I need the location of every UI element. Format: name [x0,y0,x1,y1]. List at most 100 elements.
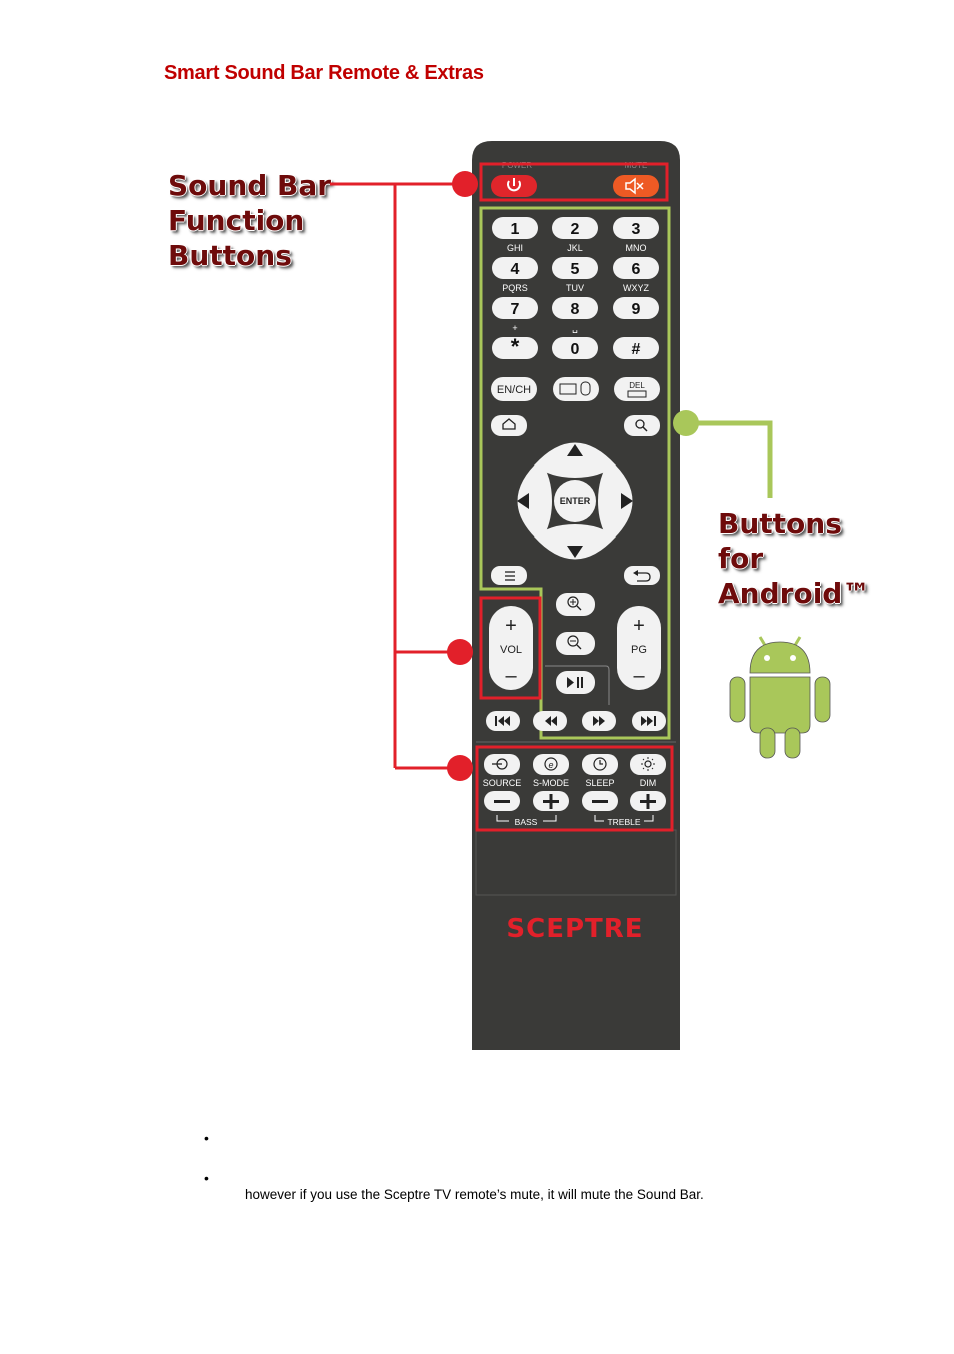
number-key-label: 0 [571,341,580,358]
green-outline [479,206,671,740]
search-button[interactable] [624,415,660,436]
number-key-button[interactable]: 6 [613,257,659,279]
number-key-button[interactable]: 2 [552,217,598,239]
green-callout-connector [673,410,773,498]
dim-label: DIM [640,778,657,788]
back-icon [636,572,651,582]
bass-label: BASS [515,817,538,827]
play-pause-icon [567,677,574,688]
brand-logo: SCEPTRE [506,914,643,944]
vol-label: VOL [500,644,522,656]
vol-plus-label: + [505,615,517,637]
page-title: Smart Sound Bar Remote & Extras [164,62,484,84]
source-icon [492,758,508,770]
s-mode-button[interactable]: e [533,754,569,775]
mute-button[interactable] [613,175,659,197]
keyboard-mouse-button[interactable] [553,377,599,401]
s-mode-icon [544,757,558,771]
letter-label: TUV [566,283,584,293]
number-key-button[interactable]: 7 [492,297,538,319]
number-key-label: 9 [632,301,641,318]
down-arrow-icon [567,546,583,558]
callout-line: for [718,542,764,575]
minus-icon [494,800,510,803]
sleep-label: SLEEP [585,778,614,788]
source-label: SOURCE [483,778,522,788]
mute-icon [625,177,644,195]
power-button[interactable] [491,175,537,197]
zoom-in-button[interactable] [556,593,595,616]
del-button[interactable]: DEL [614,377,660,401]
keyboard-icon [559,383,577,395]
home-button[interactable] [491,415,527,436]
next-track-button[interactable] [632,711,666,731]
sleep-button[interactable] [582,754,618,775]
number-key-button[interactable]: 0 [552,337,598,359]
number-key-label: * [511,334,520,359]
callout-line: Android™ [718,577,871,610]
back-button[interactable] [624,566,660,585]
up-arrow-icon [567,444,583,456]
menu-icon [505,571,515,581]
left-button[interactable] [517,460,553,542]
previous-track-button[interactable] [486,711,520,731]
number-key-button[interactable]: 9 [613,297,659,319]
next-icon [641,716,656,726]
zoom-out-icon [567,635,579,647]
callout-line: Function [168,204,305,237]
treble-label: TREBLE [607,817,640,827]
treble-minus-button[interactable] [582,791,618,811]
bass-minus-button[interactable] [484,791,520,811]
bullet-point: • [204,1170,209,1186]
divider-line [545,665,610,705]
up-button[interactable] [534,442,616,479]
letter-label: GHI [507,243,523,253]
number-key-label: 8 [571,301,580,318]
down-button[interactable] [534,524,616,560]
enter-button[interactable] [554,480,596,522]
left-arrow-icon [517,493,529,509]
play-pause-button[interactable] [556,671,595,694]
rewind-icon [545,716,557,726]
number-key-label: 1 [511,221,520,238]
number-key-button[interactable]: 4 [492,257,538,279]
minus-icon [592,800,608,803]
android-callout: Buttons for Android™ [718,506,878,611]
letter-label: PQRS [502,283,528,293]
source-button[interactable] [484,754,520,775]
rewind-button[interactable] [533,711,567,731]
number-key-label: 4 [511,261,520,278]
number-key-button[interactable]: 5 [552,257,598,279]
home-icon [502,418,516,430]
power-icon [507,180,521,192]
treble-bracket: TREBLE [594,815,654,827]
number-key-label: # [632,341,641,358]
brightness-icon [641,757,655,771]
sound-bar-callout: Sound Bar Function Buttons [168,168,338,273]
fast-forward-icon [593,716,605,726]
dim-button[interactable] [630,754,666,775]
en-ch-button[interactable]: EN/CH [491,377,537,401]
number-key-button[interactable]: 3 [613,217,659,239]
right-button[interactable] [598,460,633,542]
zoom-out-button[interactable] [556,632,595,655]
fast-forward-button[interactable] [582,711,616,731]
bass-plus-button[interactable] [533,791,569,811]
note-text: however if you use the Sceptre TV remote… [245,1187,704,1202]
number-key-button[interactable]: # [613,337,659,359]
number-key-button[interactable]: 1 [492,217,538,239]
number-key-label: 3 [632,221,641,238]
menu-button[interactable] [491,566,527,585]
volume-rocker[interactable]: + VOL – [489,606,533,690]
red-outline-top [479,162,669,202]
vol-minus-label: – [505,665,517,687]
number-key-button[interactable]: * [492,334,538,359]
letter-label: JKL [567,243,583,253]
treble-plus-button[interactable] [630,791,666,811]
red-outline-bottom [475,745,674,832]
pg-plus-label: + [633,615,645,637]
page-rocker[interactable]: + PG – [617,606,661,690]
number-key-button[interactable]: 8 [552,297,598,319]
